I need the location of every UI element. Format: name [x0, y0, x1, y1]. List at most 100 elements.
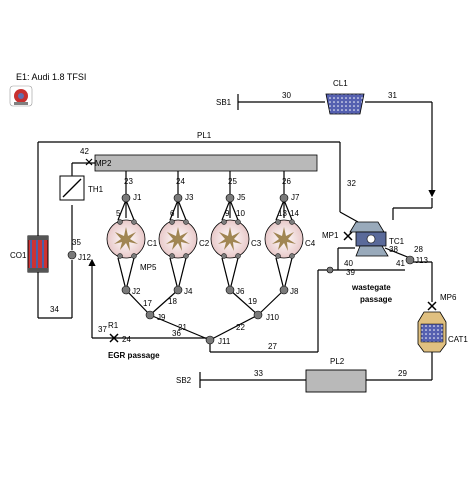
- label-36: 36: [172, 329, 181, 338]
- label-25: 25: [228, 177, 237, 186]
- junction-j6[interactable]: [225, 285, 235, 295]
- intake-plenum-mp2[interactable]: [94, 154, 318, 172]
- label-35: 35: [72, 238, 81, 247]
- junction-j2[interactable]: [121, 285, 131, 295]
- junction-j10[interactable]: [253, 310, 263, 320]
- label-cat1: CAT1: [448, 335, 468, 344]
- label-j9: J9: [157, 313, 166, 322]
- junctions: [67, 193, 415, 345]
- cylinder-c2[interactable]: [158, 219, 198, 259]
- label-c2: C2: [199, 239, 210, 248]
- label-24b: 24: [122, 335, 131, 344]
- label-mp5: MP5: [140, 263, 157, 272]
- mp6-marker[interactable]: [427, 301, 437, 311]
- label-24: 24: [176, 177, 185, 186]
- air-cleaner-cl1[interactable]: [325, 93, 365, 115]
- label-j1: J1: [133, 193, 142, 202]
- label-42: 42: [80, 147, 89, 156]
- cylinder-c3[interactable]: [210, 219, 250, 259]
- label-sb1: SB1: [216, 98, 232, 107]
- label-tc1: TC1: [389, 237, 405, 246]
- label-j2: J2: [132, 287, 141, 296]
- label-cl1: CL1: [333, 79, 348, 88]
- label-14: 14: [290, 209, 299, 218]
- label-mp1: MP1: [322, 231, 339, 240]
- label-j10: J10: [266, 313, 279, 322]
- label-13: 13: [278, 209, 287, 218]
- label-mp2: MP2: [95, 159, 112, 168]
- throttle-th1[interactable]: [59, 172, 85, 201]
- egr-valve-r1[interactable]: [109, 333, 119, 343]
- label-33: 33: [254, 369, 263, 378]
- label-32: 32: [347, 179, 356, 188]
- junction-j4[interactable]: [173, 285, 183, 295]
- label-j6: J6: [236, 287, 245, 296]
- label-17: 17: [143, 299, 152, 308]
- label-19: 19: [248, 297, 257, 306]
- label-30: 30: [282, 91, 291, 100]
- label-28: 28: [414, 245, 423, 254]
- label-22: 22: [236, 323, 245, 332]
- label-j11: J11: [218, 337, 231, 346]
- junction-j9[interactable]: [145, 310, 155, 320]
- label-j13: J13: [415, 256, 428, 265]
- label-c1: C1: [147, 239, 158, 248]
- label-c3: C3: [251, 239, 262, 248]
- label-10: 10: [236, 209, 245, 218]
- label-wastegate-2: passage: [360, 295, 393, 304]
- junction-j11[interactable]: [205, 335, 215, 345]
- label-egr-passage: EGR passage: [108, 351, 160, 360]
- label-41: 41: [396, 259, 405, 268]
- turbocharger-tc1[interactable]: [349, 221, 389, 257]
- label-29: 29: [398, 369, 407, 378]
- mp1-marker[interactable]: [343, 231, 353, 241]
- label-39: 39: [346, 268, 355, 277]
- junction-j7[interactable]: [279, 193, 289, 203]
- label-38: 38: [389, 245, 398, 254]
- label-j3: J3: [185, 193, 194, 202]
- label-pl1: PL1: [197, 131, 212, 140]
- cylinder-c4[interactable]: [264, 219, 304, 259]
- mp2-marker: [85, 158, 93, 166]
- junction-j3[interactable]: [173, 193, 183, 203]
- catalyst-cat1[interactable]: [417, 311, 447, 353]
- junction-j1[interactable]: [121, 193, 131, 203]
- label-th1: TH1: [88, 185, 104, 194]
- label-pl2: PL2: [330, 357, 345, 366]
- label-j4: J4: [184, 287, 193, 296]
- label-27: 27: [268, 342, 277, 351]
- label-j7: J7: [291, 193, 300, 202]
- junction-mp5-side: [326, 266, 334, 274]
- label-31: 31: [388, 91, 397, 100]
- intercooler-co1[interactable]: [27, 235, 49, 273]
- cylinder-c1[interactable]: [106, 219, 146, 259]
- label-26: 26: [282, 177, 291, 186]
- label-co1: CO1: [10, 251, 27, 260]
- label-j12: J12: [78, 253, 91, 262]
- junction-j12[interactable]: [67, 250, 77, 260]
- pipe-network: [37, 94, 436, 388]
- label-34: 34: [50, 305, 59, 314]
- junction-j5[interactable]: [225, 193, 235, 203]
- label-40: 40: [344, 259, 353, 268]
- label-9: 9: [225, 209, 230, 218]
- label-18: 18: [168, 297, 177, 306]
- label-5: 5: [116, 209, 121, 218]
- engine-icon: [9, 85, 33, 107]
- label-23: 23: [124, 177, 133, 186]
- label-6: 6: [170, 209, 175, 218]
- label-mp6: MP6: [440, 293, 457, 302]
- junction-j13[interactable]: [405, 255, 415, 265]
- label-21: 21: [178, 323, 187, 332]
- label-j5: J5: [237, 193, 246, 202]
- engine-title: E1: Audi 1.8 TFSI: [16, 72, 87, 82]
- label-37: 37: [98, 325, 107, 334]
- junction-j8[interactable]: [279, 285, 289, 295]
- label-j8: J8: [290, 287, 299, 296]
- muffler-pl2[interactable]: [305, 369, 367, 393]
- label-c4: C4: [305, 239, 316, 248]
- label-wastegate-1: wastegate: [351, 283, 391, 292]
- label-r1: R1: [108, 321, 119, 330]
